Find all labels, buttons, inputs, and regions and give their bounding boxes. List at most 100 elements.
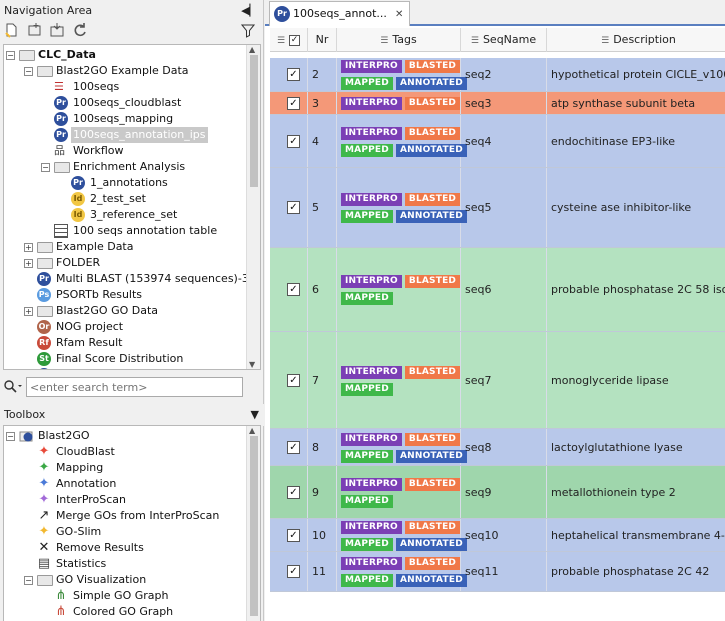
expand-icon[interactable]: +	[24, 307, 33, 316]
toolbox-item[interactable]: ↗Merge GOs from InterProScan	[4, 508, 248, 524]
row-checkbox[interactable]: ✓	[287, 441, 300, 454]
toolbox-item[interactable]: ✦GO-Slim	[4, 524, 248, 540]
nav-tree-item[interactable]: −Enrichment Analysis	[4, 159, 248, 175]
column-header-nr[interactable]: Nr	[308, 28, 337, 52]
row-checkbox[interactable]: ✓	[287, 565, 300, 578]
scroll-up-icon[interactable]: ▲	[249, 45, 256, 54]
statistics-icon: ▤	[37, 556, 51, 571]
toolbox-item[interactable]: ✕Remove Results	[4, 540, 248, 556]
toolbox-item[interactable]: ✦InterProScan	[4, 492, 248, 508]
nav-tree-item[interactable]: +FOLDER	[4, 255, 248, 271]
scroll-up-icon[interactable]: ▲	[249, 426, 256, 435]
toolbox-item[interactable]: ✦Mapping	[4, 460, 248, 476]
nav-tree-item[interactable]: ☰100seqs	[4, 79, 248, 95]
scroll-down-icon[interactable]: ▼	[249, 360, 256, 369]
tag-interpro: INTERPRO	[341, 366, 402, 379]
nav-scrollbar[interactable]: ▲▼	[246, 45, 260, 369]
toolbox-item[interactable]: ✦Annotation	[4, 476, 248, 492]
select-all-header[interactable]: ☰✓	[270, 28, 308, 52]
collapse-icon[interactable]: −	[41, 163, 50, 172]
search-icon[interactable]	[3, 379, 23, 398]
row-checkbox[interactable]: ✓	[287, 135, 300, 148]
column-header-seqname[interactable]: ☰SeqName	[461, 28, 547, 52]
row-checkbox[interactable]: ✓	[287, 486, 300, 499]
column-menu-icon[interactable]: ☰	[601, 36, 610, 46]
search-input[interactable]	[26, 377, 243, 397]
toolbox-item[interactable]: ▤Statistics	[4, 556, 248, 572]
nav-item-label: 1_annotations	[90, 176, 168, 189]
nav-tree-item[interactable]: +Blast2GO GO Data	[4, 303, 248, 319]
toolbox-item[interactable]: ✦CloudBlast	[4, 444, 248, 460]
nav-tree-item[interactable]: −Blast2GO Example Data	[4, 63, 248, 79]
toolbox-scrollbar[interactable]: ▲	[246, 426, 260, 621]
column-menu-icon[interactable]: ☰	[276, 36, 286, 46]
row-checkbox[interactable]: ✓	[287, 283, 300, 296]
nav-item-label: 100seqs_annotation_ips	[71, 127, 208, 143]
scroll-thumb[interactable]	[250, 55, 258, 187]
column-menu-icon[interactable]: ☰	[470, 36, 479, 46]
toolbox-tree[interactable]: −Blast2GO✦CloudBlast✦Mapping✦Annotation✦…	[3, 425, 261, 621]
toolbox-item[interactable]: ⋔Colored GO Graph	[4, 604, 248, 620]
row-checkbox[interactable]: ✓	[287, 68, 300, 81]
collapse-icon[interactable]: −	[6, 51, 15, 60]
toolbox-item[interactable]: −Blast2GO	[4, 428, 248, 444]
column-menu-icon[interactable]: ☰	[380, 36, 389, 46]
row-checkbox[interactable]: ✓	[287, 374, 300, 387]
collapse-down-icon[interactable]: ▼	[250, 408, 259, 421]
or-badge-icon: Or	[37, 320, 51, 334]
filter-icon[interactable]	[239, 24, 257, 42]
collapse-left-icon[interactable]: ◀▏	[241, 4, 258, 17]
nav-tree-item[interactable]: 100 seqs annotation table	[4, 223, 248, 239]
refresh-icon[interactable]	[71, 22, 89, 40]
collapse-icon[interactable]: −	[24, 67, 33, 76]
toolbox-item[interactable]: ⋔Simple GO Graph	[4, 588, 248, 604]
new-folder-icon[interactable]	[26, 22, 44, 40]
column-header-description[interactable]: ☰Description	[601, 33, 676, 46]
import-icon[interactable]	[48, 22, 66, 40]
select-all-checkbox[interactable]: ✓	[289, 34, 301, 46]
nav-tree-item[interactable]: +Example Data	[4, 239, 248, 255]
toolbox-item[interactable]: −GO Visualization	[4, 572, 248, 588]
new-element-icon[interactable]	[3, 22, 21, 40]
ps-badge-icon: Ps	[37, 288, 51, 302]
column-header-tags[interactable]: ☰Tags	[337, 28, 461, 52]
expand-icon[interactable]: +	[24, 243, 33, 252]
nav-tree-item[interactable]: Dicli_test_2	[4, 367, 248, 369]
nav-tree-item[interactable]: −CLC_Data	[4, 47, 248, 63]
row-checkbox[interactable]: ✓	[287, 201, 300, 214]
row-checkbox[interactable]: ✓	[287, 97, 300, 110]
row-checkbox[interactable]: ✓	[287, 529, 300, 542]
tag-interpro: INTERPRO	[341, 433, 402, 446]
scroll-thumb[interactable]	[250, 436, 258, 616]
collapse-icon[interactable]: −	[24, 576, 33, 585]
close-icon[interactable]: ✕	[394, 9, 404, 20]
collapse-icon[interactable]: −	[6, 432, 15, 441]
expand-icon[interactable]: +	[24, 259, 33, 268]
